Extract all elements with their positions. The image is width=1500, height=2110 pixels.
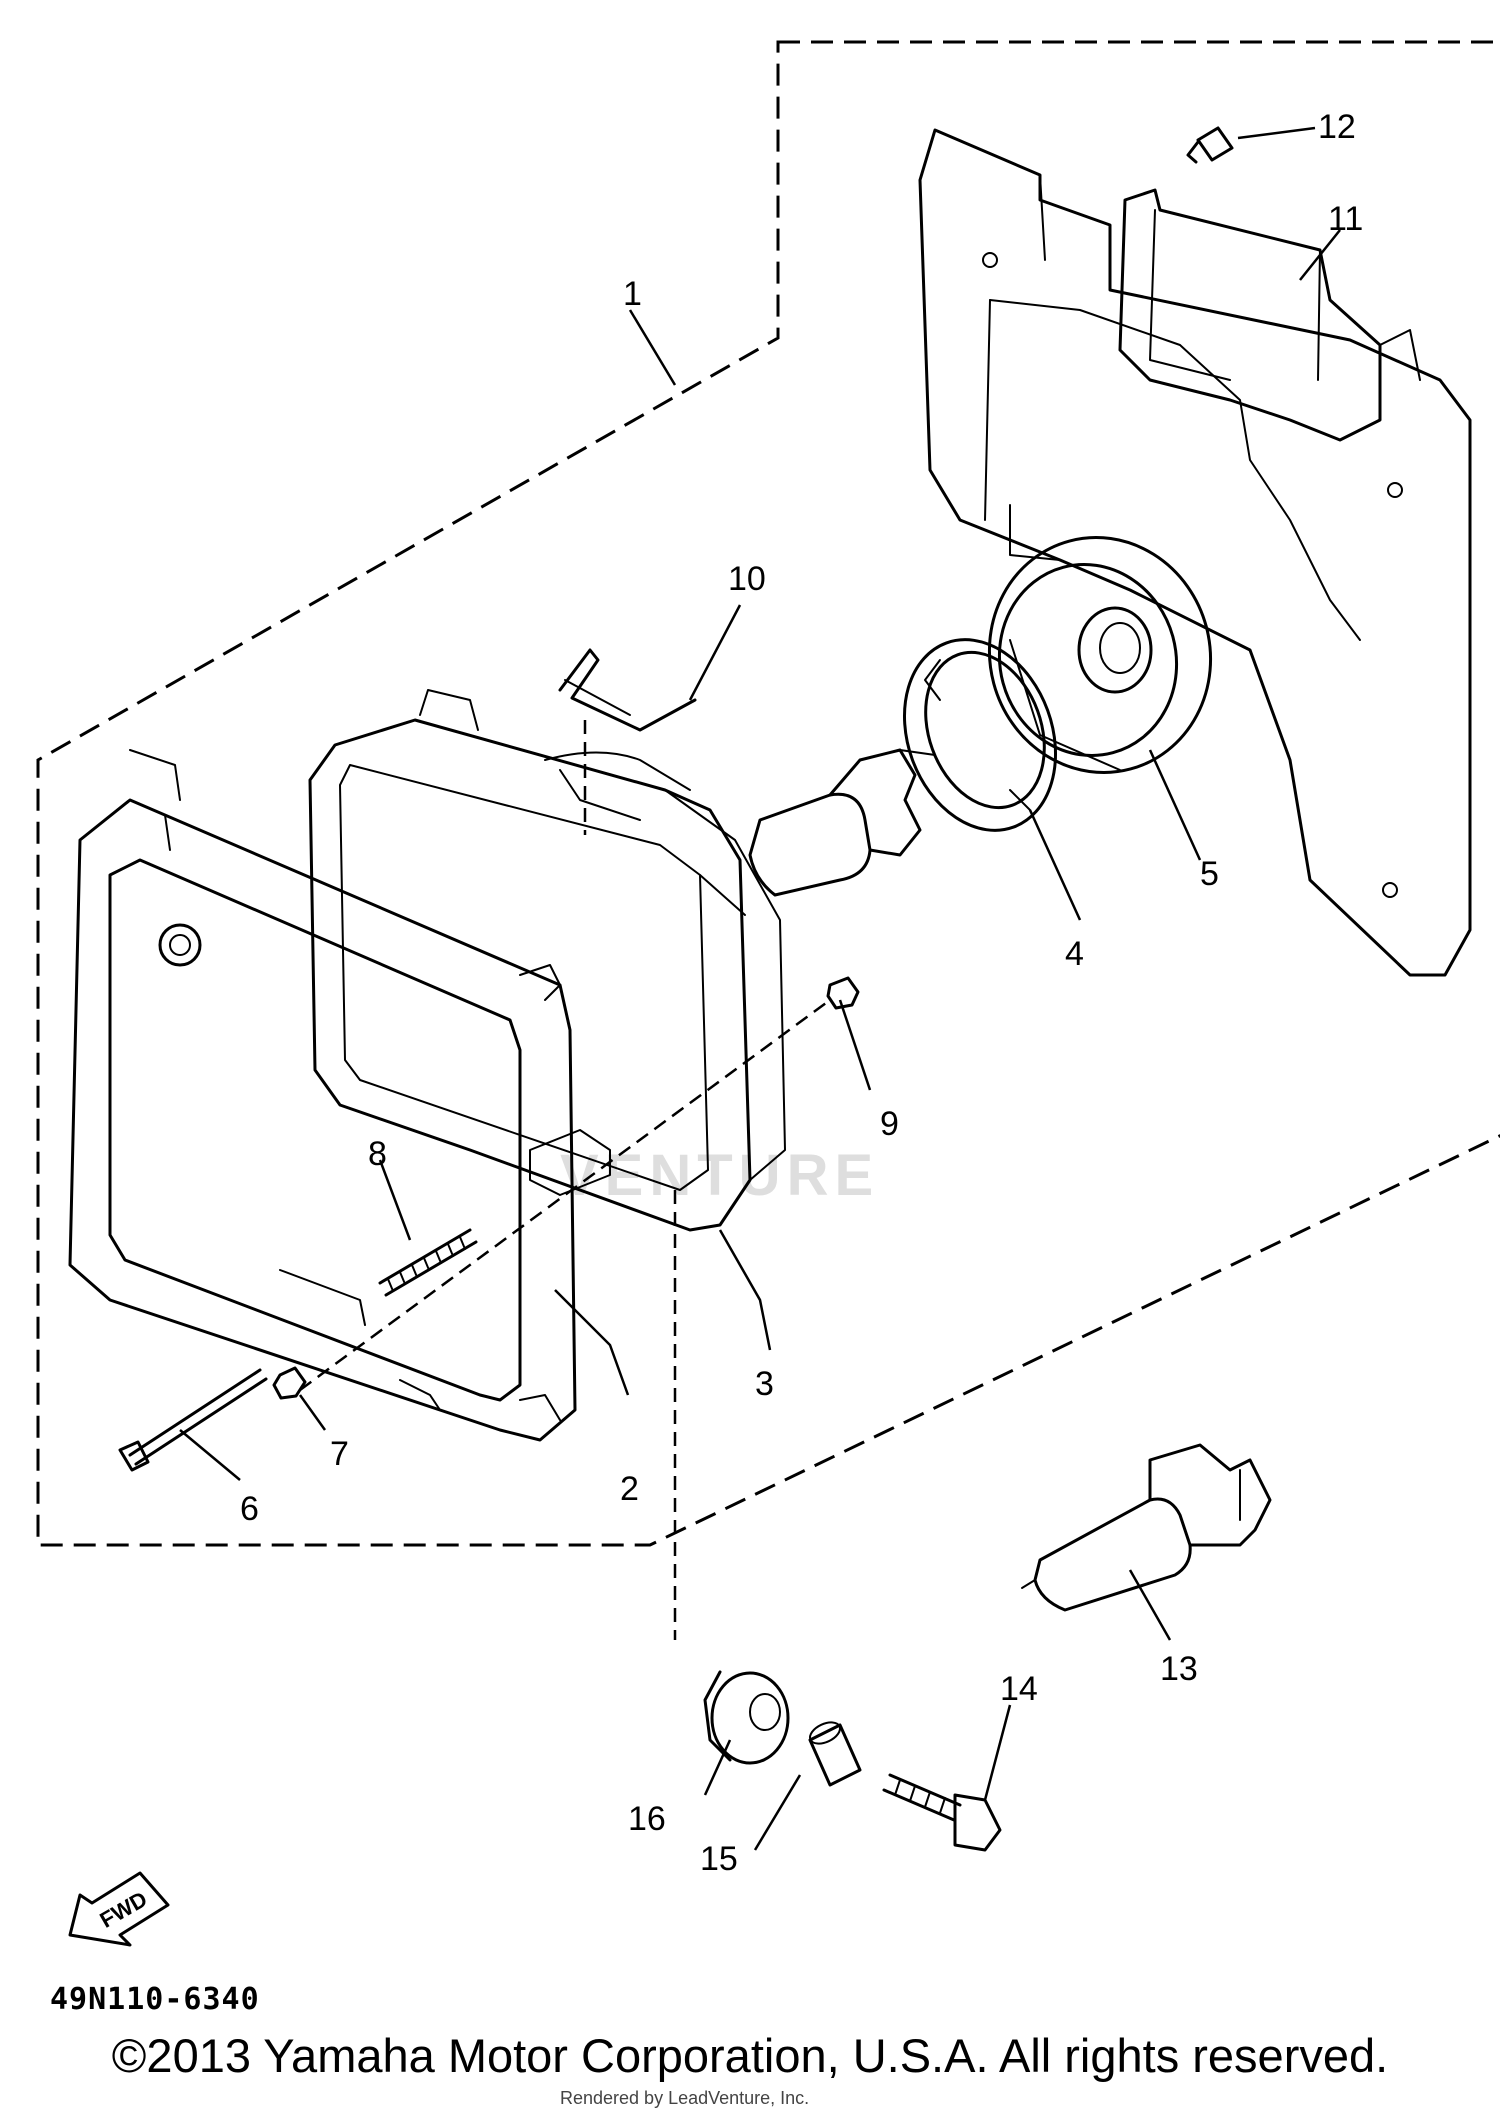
callout-8: 8 xyxy=(368,1135,387,1173)
damper-16 xyxy=(703,1670,790,1765)
screw-12 xyxy=(1186,126,1234,164)
fwd-label: FWD xyxy=(96,1886,152,1933)
callout-13: 13 xyxy=(1160,1650,1198,1688)
callout-15: 15 xyxy=(700,1840,738,1878)
callout-16: 16 xyxy=(628,1800,666,1838)
watermark-text: VENTURE xyxy=(560,1143,879,1208)
callout-4: 4 xyxy=(1065,935,1084,973)
callout-6: 6 xyxy=(240,1490,259,1528)
callout-5: 5 xyxy=(1200,855,1219,893)
halogen-bulb-13 xyxy=(1021,1443,1272,1612)
spring-8 xyxy=(378,1228,478,1297)
leader-lines xyxy=(179,126,1341,1851)
callout-1: 1 xyxy=(623,275,642,313)
spring-clip-10 xyxy=(558,648,697,732)
fwd-arrow: FWD xyxy=(68,1871,170,1947)
alignment-lines xyxy=(299,720,831,1640)
nut-7 xyxy=(272,1366,307,1400)
bulb-holder-ring xyxy=(902,638,1058,832)
assembly-boundary xyxy=(36,40,1500,1547)
inner-bulb xyxy=(748,748,936,897)
headlight-unit xyxy=(308,689,786,1232)
callout-2: 2 xyxy=(620,1470,639,1508)
callout-10: 10 xyxy=(728,560,766,598)
callout-11: 11 xyxy=(1328,200,1363,238)
diagram-part-code: 49N110-6340 xyxy=(50,1982,260,2017)
adjusting-screw-6 xyxy=(118,1368,268,1472)
callout-14: 14 xyxy=(1000,1670,1038,1708)
headlight-rim xyxy=(68,749,611,1442)
collar-15 xyxy=(808,1721,862,1787)
callout-7: 7 xyxy=(330,1435,349,1473)
bolt-14 xyxy=(882,1773,1002,1852)
rendered-by-credit: Rendered by LeadVenture, Inc. xyxy=(560,2088,810,2108)
clip-nut-9 xyxy=(826,976,860,1010)
socket-cover xyxy=(987,536,1213,774)
copyright-notice: ©2013 Yamaha Motor Corporation, U.S.A. A… xyxy=(111,2029,1389,2082)
callout-12: 12 xyxy=(1318,108,1356,146)
callout-9: 9 xyxy=(880,1105,899,1143)
callout-3: 3 xyxy=(755,1365,774,1403)
bracket-plate xyxy=(1118,188,1421,442)
headlight-bracket xyxy=(918,128,1472,977)
